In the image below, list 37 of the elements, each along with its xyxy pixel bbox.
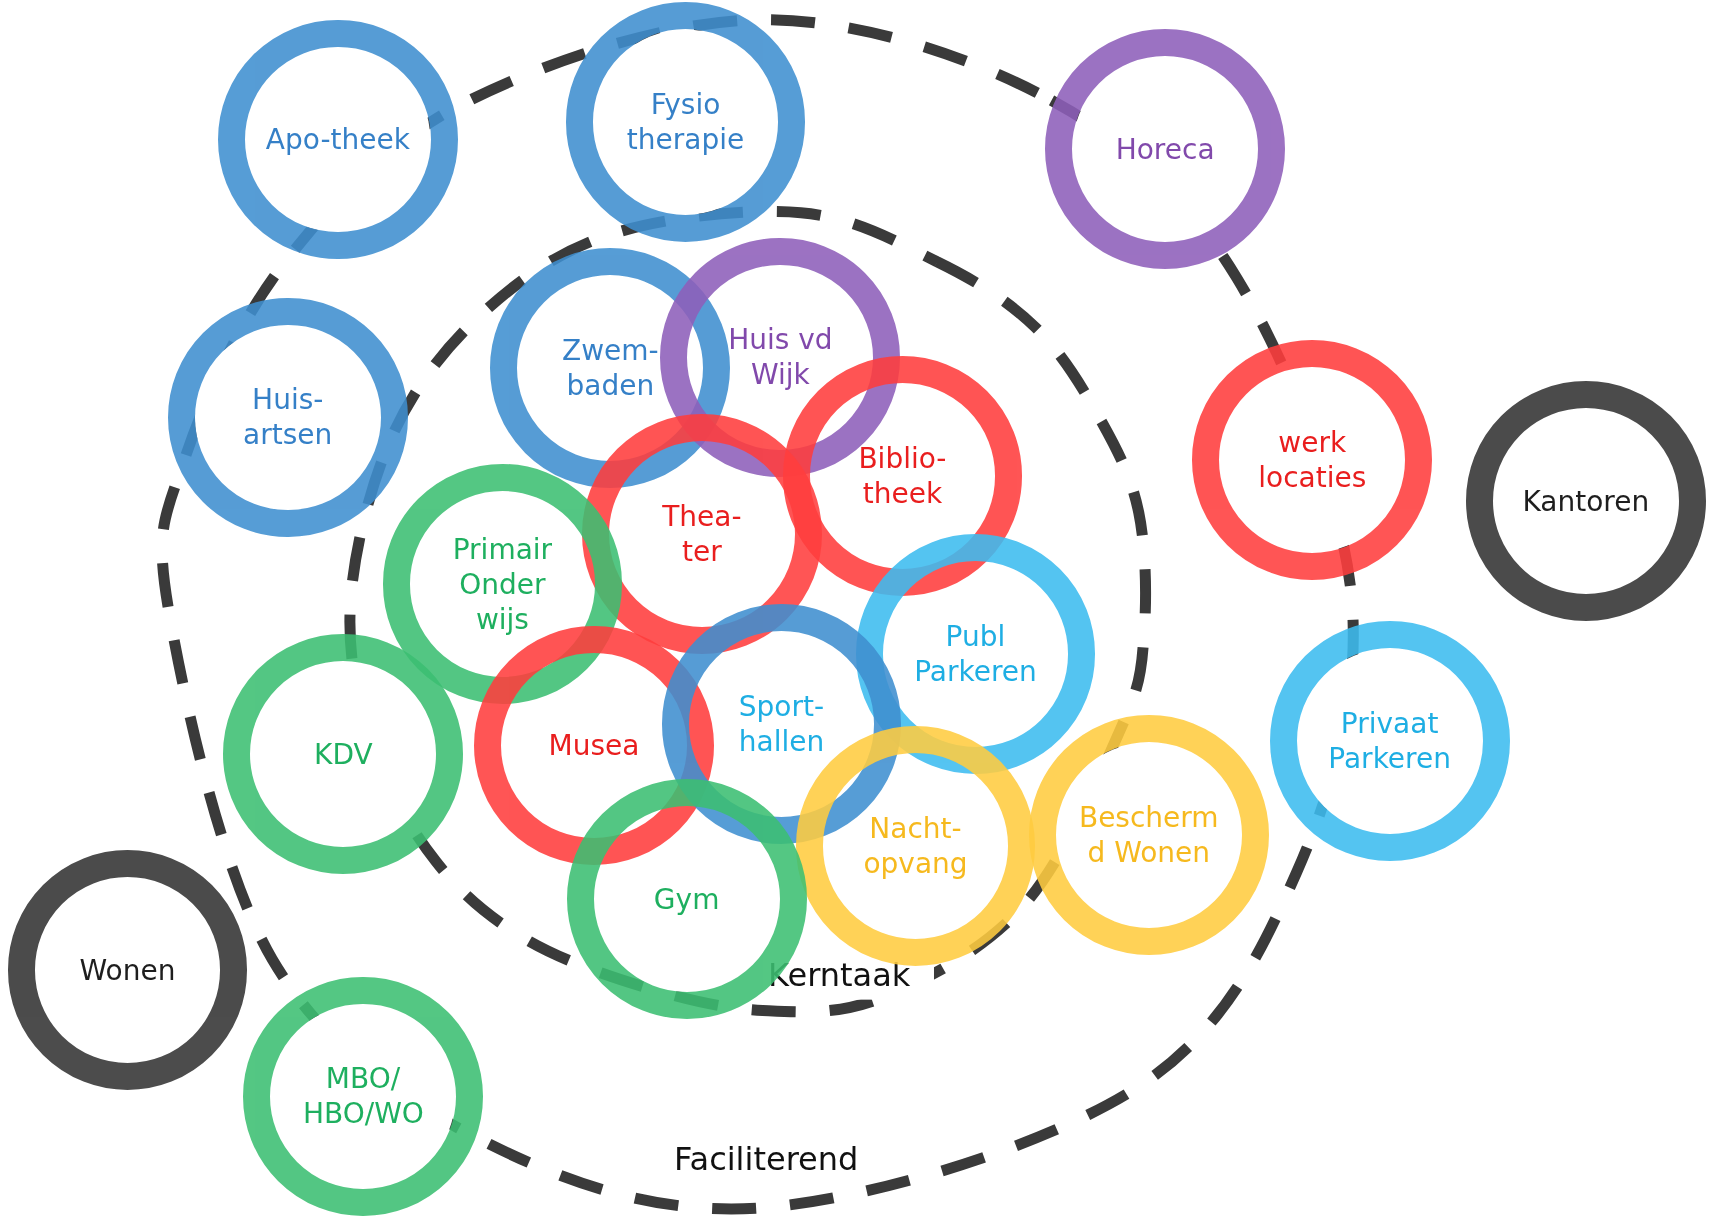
ring <box>167 297 408 538</box>
area-label: Faciliterend <box>674 1139 859 1178</box>
ring-label: werk locaties <box>1257 424 1368 495</box>
ring-label: Musea <box>547 728 641 763</box>
ring-label: Huis- artsen <box>242 382 334 453</box>
ring-label: KDV <box>313 736 374 772</box>
ring-label: MBO/ HBO/WO <box>302 1061 423 1132</box>
ring <box>855 534 1096 774</box>
ring-label: Kantoren <box>1521 483 1651 519</box>
ring-label: Privaat Parkeren <box>1327 706 1452 777</box>
ring-label: Sport- hallen <box>737 688 826 759</box>
ring-label: Huis vd Wijk <box>727 322 834 393</box>
ring-label: Fysio therapie <box>625 87 746 158</box>
ring <box>1192 340 1433 580</box>
ring-label: Biblio- theek <box>857 441 948 512</box>
ring-label: Publ Parkeren <box>913 618 1038 689</box>
ring <box>1465 381 1706 622</box>
ring <box>218 19 458 260</box>
ring <box>1028 715 1269 955</box>
ring <box>223 634 464 875</box>
ring-label: Gym <box>652 881 721 917</box>
ring-label: Apo-theek <box>264 122 411 157</box>
ring-label: Primair Onder wijs <box>451 531 554 637</box>
ring <box>1269 621 1510 862</box>
ring <box>382 464 623 705</box>
ring-label: Zwem- baden <box>561 333 660 404</box>
ring-label: Horeca <box>1114 131 1216 167</box>
ring <box>490 248 731 489</box>
ring-label: Nacht- opvang <box>862 810 969 881</box>
ring <box>582 414 822 654</box>
ring <box>243 976 483 1217</box>
ring-label: Thea- ter <box>661 499 743 570</box>
ring-label: Bescherm d Wonen <box>1077 799 1220 870</box>
ring <box>7 850 248 1090</box>
ring-label: Wonen <box>78 952 177 988</box>
ring <box>1045 29 1285 270</box>
ring <box>565 2 806 242</box>
